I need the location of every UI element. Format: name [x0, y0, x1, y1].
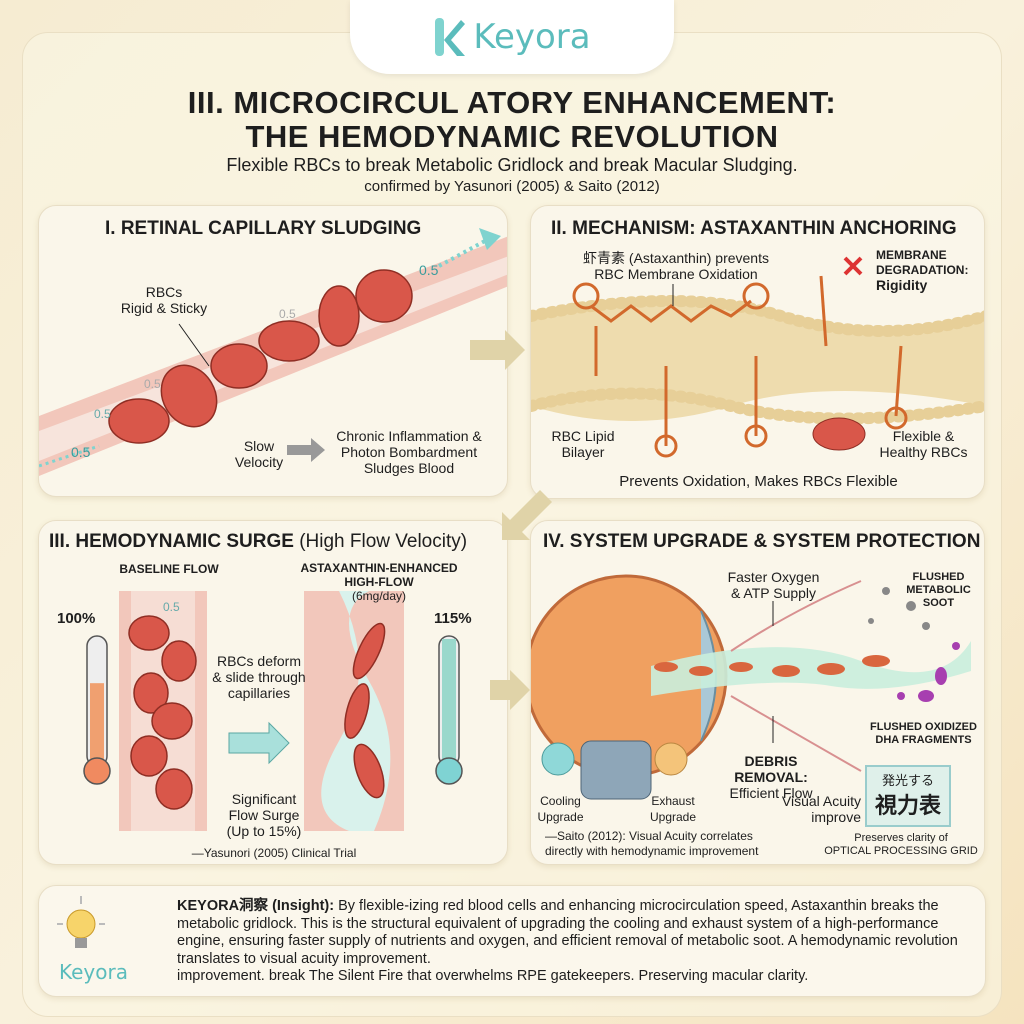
rbc-cell	[258, 320, 320, 362]
mechanism-footer: Prevents Oxidation, Makes RBCs Flexible	[619, 473, 898, 490]
soot-particles	[868, 587, 930, 630]
arrow-right-icon	[228, 721, 290, 765]
rbc-cell	[160, 364, 218, 428]
keyora-k-icon	[435, 18, 466, 56]
rbc-cell	[318, 285, 360, 347]
baseline-percent: 100%	[57, 610, 96, 627]
panel-hemodynamic-surge: III. HEMODYNAMIC SURGE (High Flow Veloci…	[38, 520, 508, 865]
rbc-cell	[210, 343, 268, 389]
panel-title: III. HEMODYNAMIC SURGE (High Flow Veloci…	[49, 531, 468, 552]
rbc-cell	[355, 269, 413, 323]
rbc-cell	[108, 398, 170, 444]
flow-arrow-icon	[479, 228, 501, 250]
page-title-line1: III. MICROCIRCUL ATORY ENHANCEMENT:	[187, 85, 837, 120]
rbc-cell	[133, 672, 169, 714]
insight-text: KEYORA洞察 (Insight): By flexible-izing re…	[177, 898, 958, 984]
membrane-illustration	[531, 256, 984, 458]
rbc-cell	[161, 640, 197, 682]
brand-name: Keyora	[473, 17, 591, 57]
lightbulb-icon	[57, 896, 105, 948]
flow-comparison-illustration	[83, 591, 463, 831]
page-title-line2: THE HEMODYNAMIC REVOLUTION	[245, 119, 779, 154]
rbc-cell	[352, 622, 386, 680]
flow-value: 0.5	[144, 377, 161, 391]
chart-line2: 視力表	[874, 793, 941, 818]
rbc-cell	[128, 615, 170, 651]
engine-icon	[580, 740, 652, 800]
debris-label: DEBRIS REMOVAL:Efficient Flow	[729, 753, 813, 801]
x-mark-icon	[843, 256, 863, 276]
enhanced-percent: 115%	[434, 610, 472, 627]
panel-title: IV. SYSTEM UPGRADE & SYSTEM PROTECTION	[543, 531, 981, 552]
page-subtitle: Flexible RBCs to break Metabolic Gridloc…	[226, 155, 798, 175]
insight-box: Keyora KEYORA洞察 (Insight): By flexible-i…	[38, 885, 986, 997]
yasunori-citation: —Yasunori (2005) Clinical Trial	[191, 846, 357, 860]
brand-logo: Keyora	[350, 0, 674, 74]
healthy-rbc	[812, 417, 866, 451]
chart-line1: 発光する	[881, 773, 934, 788]
flow-value: 0.5	[71, 444, 91, 460]
cooling-icon	[541, 742, 575, 776]
flow-value: 0.5	[94, 407, 111, 421]
rbc-cell	[344, 683, 370, 739]
insight-brand: Keyora	[59, 960, 128, 984]
eye-illustration	[531, 574, 971, 827]
cause-label: Chronic Inflammation &Photon Bombardment…	[336, 428, 482, 476]
page-citation: confirmed by Yasunori (2005) & Saito (20…	[364, 178, 660, 195]
panel-title: II. MECHANISM: ASTAXANTHIN ANCHORING	[551, 218, 957, 239]
exhaust-icon	[654, 742, 688, 776]
arrow-right-icon	[287, 438, 325, 462]
dha-fragments	[897, 642, 960, 702]
panel-mechanism: II. MECHANISM: ASTAXANTHIN ANCHORING 虾青素…	[530, 205, 985, 499]
flow-value: 0.5	[419, 262, 439, 278]
capillary-illustration	[39, 228, 507, 476]
rbc-cell	[155, 768, 193, 810]
healthy-rbc-label: Flexible &Healthy RBCs	[879, 428, 968, 460]
baseline-flow-label: BASELINE FLOW	[119, 562, 219, 576]
rbc-cell	[151, 702, 193, 740]
flow-value: 0.5	[279, 307, 296, 321]
flow-value: 0.5	[163, 600, 180, 614]
panel-title: I. RETINAL CAPILLARY SLUDGING	[105, 218, 422, 239]
rbc-cell	[130, 735, 168, 777]
oxygen-label: Faster Oxygen& ATP Supply	[727, 569, 820, 601]
acuity-chart	[865, 765, 951, 827]
panel-system-upgrade: IV. SYSTEM UPGRADE & SYSTEM PROTECTION F…	[530, 520, 985, 865]
rbc-cell	[353, 743, 385, 799]
